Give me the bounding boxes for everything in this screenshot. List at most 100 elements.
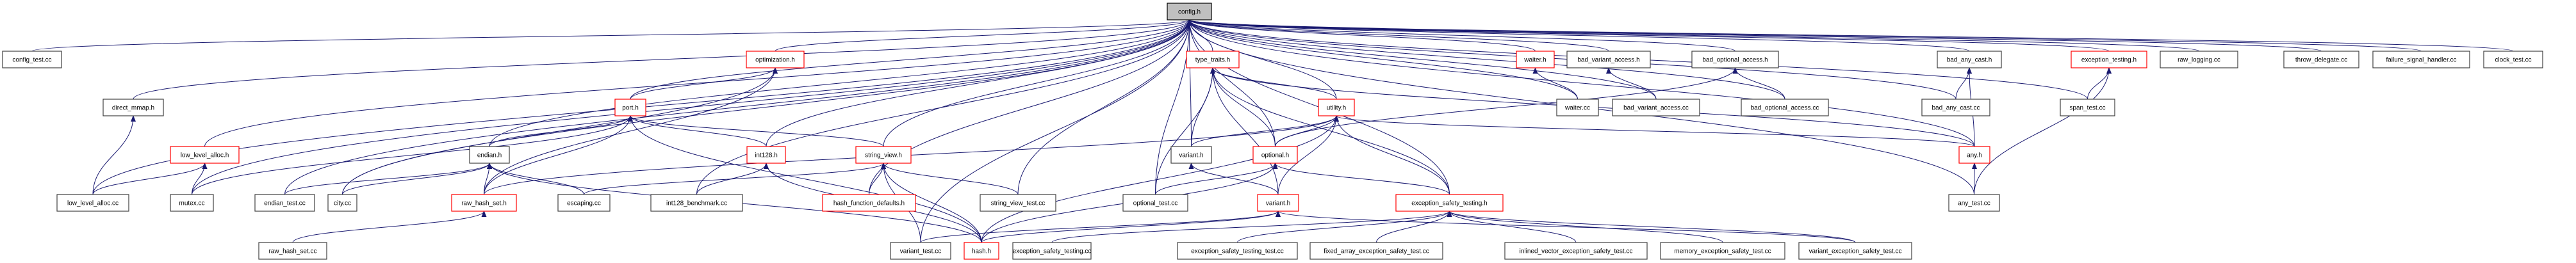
node-raw-logging-cc[interactable]: raw_logging.cc (2160, 51, 2238, 68)
node-hash-h[interactable]: hash.h (964, 242, 999, 260)
node-label: int128.h (755, 152, 778, 159)
node-box (2160, 51, 2238, 68)
node-label: raw_hash_set.h (461, 200, 507, 207)
node-clock-test-cc[interactable]: clock_test.cc (2483, 51, 2543, 68)
node-direct-mmap-h[interactable]: direct_mmap.h (103, 99, 164, 116)
edge-exception_safety_testing_cc-to-exception_safety_testing_h (1051, 211, 1452, 243)
edge-hash_h-to-port_h (628, 115, 982, 243)
node-label: optional_test.cc (1133, 200, 1178, 207)
node-variant-test-cc[interactable]: variant_test.cc (890, 242, 951, 260)
node-label: exception_safety_testing.h (1411, 200, 1487, 207)
node-label: throw_delegate.cc (2295, 57, 2347, 64)
edge-variant_exception_safety_test_cc-to-variant_h (1276, 211, 1856, 243)
node-city-cc[interactable]: city.cc (327, 194, 357, 212)
node-variant-h[interactable]: variant.h (1257, 194, 1299, 212)
node-label: low_level_alloc.h (181, 152, 229, 159)
node-optional-test-cc[interactable]: optional_test.cc (1122, 194, 1188, 212)
node-box (170, 146, 240, 164)
node-memory-exception-safety-test-cc[interactable]: memory_exception_safety_test.cc (1660, 242, 1785, 260)
node-box (746, 51, 805, 68)
node-low-level-alloc-h[interactable]: low_level_alloc.h (170, 146, 240, 164)
node-waiter-cc[interactable]: waiter.cc (1556, 99, 1599, 116)
node-config-h[interactable]: config.h (1167, 3, 1212, 20)
node-type-traits-h[interactable]: type_traits.h (1186, 51, 1240, 68)
node-label: endian.h (477, 152, 502, 159)
node-box (1504, 242, 1648, 260)
node-variant-exception-safety-test-cc[interactable]: variant_exception_safety_test.cc (1798, 242, 1912, 260)
edge-span_test_cc-to-exception_testing_h (2087, 67, 2112, 100)
edge-exception_safety_testing_h-to-optional_h (1272, 163, 1450, 195)
node-int128-h[interactable]: int128.h (746, 146, 786, 164)
node-string-view-test-cc[interactable]: string_view_test.cc (980, 194, 1056, 212)
edge-escaping_cc-to-string_view_h (584, 163, 886, 195)
node-optional-h[interactable]: optional.h (1252, 146, 1298, 164)
node-label: bad_variant_access.cc (1623, 105, 1689, 112)
node-string-view-h[interactable]: string_view.h (855, 146, 912, 164)
edge-variant_test_cc-to-variant_h (920, 211, 1281, 243)
node-label: inlined_vector_exception_safety_test.cc (1520, 248, 1633, 255)
node-box (56, 194, 129, 212)
node-box (258, 242, 327, 260)
edge-string_view_test_cc-to-config_h (1017, 19, 1192, 195)
node-label: endian_test.cc (264, 200, 306, 207)
node-variant-h-internal[interactable]: variant.h (1170, 146, 1212, 164)
node-exception-testing-h[interactable]: exception_testing.h (2071, 51, 2147, 68)
node-box (170, 194, 214, 212)
edge-city_cc-to-config_h (342, 19, 1192, 195)
edge-utility_h-to-type_traits_h (1210, 67, 1337, 100)
edge-variant_h_internal-to-config_h (1186, 19, 1192, 147)
node-endian-h[interactable]: endian.h (469, 146, 510, 164)
node-endian-test-cc[interactable]: endian_test.cc (254, 194, 315, 212)
node-bad-variant-access-cc[interactable]: bad_variant_access.cc (1612, 99, 1700, 116)
node-bad-optional-access-h[interactable]: bad_optional_access.h (1691, 51, 1779, 68)
node-label: waiter.cc (1564, 105, 1590, 112)
node-label: variant_exception_safety_test.cc (1809, 248, 1901, 255)
node-escaping-cc[interactable]: escaping.cc (557, 194, 611, 212)
node-bad-variant-access-h[interactable]: bad_variant_access.h (1566, 51, 1651, 68)
node-bad-optional-access-cc[interactable]: bad_optional_access.cc (1741, 99, 1829, 116)
node-any-h[interactable]: any.h (1958, 146, 1990, 164)
node-box (1660, 242, 1785, 260)
edge-escaping_cc-to-endian_h (487, 163, 584, 195)
node-label: escaping.cc (567, 200, 601, 207)
node-optimization-h[interactable]: optimization.h (746, 51, 805, 68)
node-label: utility.h (1327, 105, 1346, 112)
node-waiter-h[interactable]: waiter.h (1516, 51, 1555, 68)
edge-raw_hash_set_h-to-port_h (484, 115, 633, 195)
node-fixed-array-exception-safety-test-cc[interactable]: fixed_array_exception_safety_test.cc (1309, 242, 1443, 260)
node-bad-any-cast-cc[interactable]: bad_any_cast.cc (1921, 99, 1990, 116)
node-inlined-vector-exception-safety-test-cc[interactable]: inlined_vector_exception_safety_test.cc (1504, 242, 1648, 260)
edge-raw_logging_cc-to-config_h (1187, 19, 2199, 52)
edge-raw_hash_set_cc-to-raw_hash_set_h (292, 211, 487, 243)
node-label: type_traits.h (1195, 57, 1230, 64)
node-mutex-cc[interactable]: mutex.cc (170, 194, 214, 212)
edge-endian_test_cc-to-endian_h (284, 163, 492, 195)
edge-endian_h-to-port_h (489, 115, 633, 147)
node-int128-benchmark-cc[interactable]: int128_benchmark.cc (650, 194, 743, 212)
node-throw-delegate-cc[interactable]: throw_delegate.cc (2283, 51, 2359, 68)
node-bad-any-cast-h[interactable]: bad_any_cast.h (1937, 51, 2002, 68)
node-box (557, 194, 611, 212)
node-low-level-alloc-cc[interactable]: low_level_alloc.cc (56, 194, 129, 212)
node-raw-hash-set-h[interactable]: raw_hash_set.h (451, 194, 517, 212)
node-box (254, 194, 315, 212)
edge-variant_exception_safety_test_cc-to-exception_safety_testing_h (1447, 211, 1856, 243)
node-box (1958, 146, 1990, 164)
node-span-test-cc[interactable]: span_test.cc (2060, 99, 2115, 116)
node-exception-safety-testing-cc[interactable]: exception_safety_testing.cc (1012, 242, 1092, 260)
edge-hash_h-to-string_view_h (881, 163, 982, 243)
node-port-h[interactable]: port.h (614, 99, 646, 116)
node-exception-safety-testing-h[interactable]: exception_safety_testing.h (1395, 194, 1504, 212)
node-exception-safety-testing-test-cc[interactable]: exception_safety_testing_test.cc (1177, 242, 1298, 260)
node-raw-hash-set-cc[interactable]: raw_hash_set.cc (258, 242, 327, 260)
node-config-test-cc[interactable]: config_test.cc (2, 51, 62, 68)
node-any-test-cc[interactable]: any_test.cc (1948, 194, 2000, 212)
node-label: exception_safety_testing_test.cc (1191, 248, 1284, 255)
node-utility-h[interactable]: utility.h (1318, 99, 1355, 116)
node-box (2483, 51, 2543, 68)
edge-string_view_h-to-config_h (883, 19, 1192, 147)
node-hash-function-defaults-h[interactable]: hash_function_defaults.h (822, 194, 916, 212)
node-failure-signal-handler-cc[interactable]: failure_signal_handler.cc (2372, 51, 2470, 68)
node-box (1257, 194, 1299, 212)
